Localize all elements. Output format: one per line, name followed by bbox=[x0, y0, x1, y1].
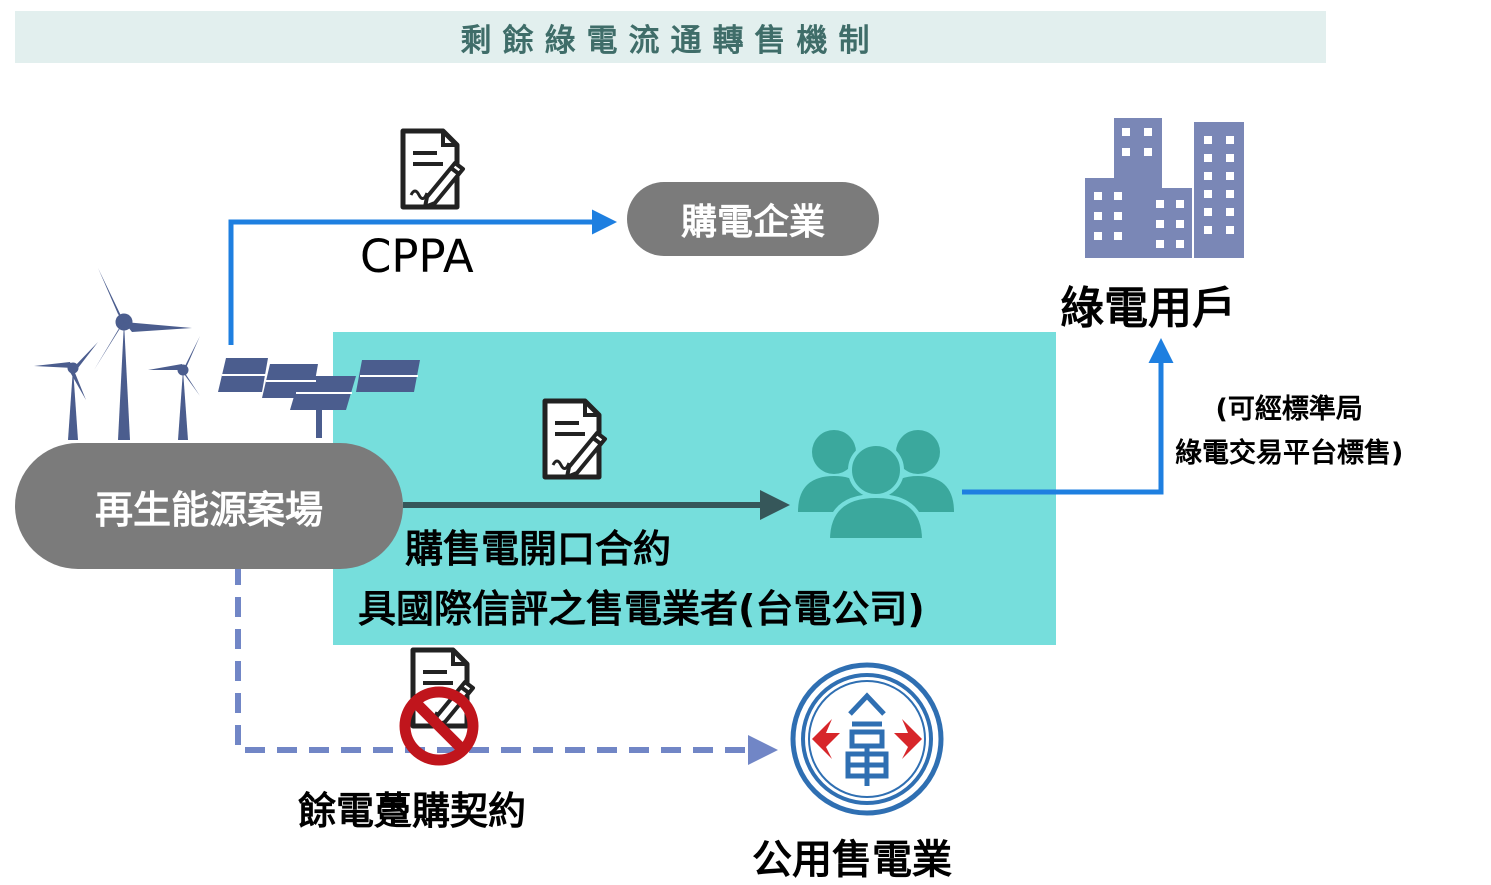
contract-icon-cppa bbox=[403, 131, 463, 207]
prohibited-icon bbox=[399, 686, 479, 766]
contract-icon-open bbox=[545, 401, 605, 477]
wind-turbine-icon bbox=[34, 268, 200, 440]
people-icon bbox=[798, 430, 954, 542]
cppa-label: CPPA bbox=[360, 230, 474, 283]
solar-panel-icon bbox=[218, 358, 420, 438]
seller-label: 具國際信評之售電業者(台電公司) bbox=[358, 587, 925, 631]
page-title: 剩餘綠電流通轉售機制 bbox=[460, 22, 881, 59]
renewable-source-label: 再生能源案場 bbox=[94, 487, 323, 532]
taipower-logo bbox=[790, 662, 944, 816]
corporate-buyer-node: 購電企業 bbox=[627, 182, 879, 256]
title-bar: 剩餘綠電流通轉售機制 bbox=[15, 11, 1326, 63]
platform-arrow bbox=[962, 338, 1174, 495]
surplus-contract-label: 餘電躉購契約 bbox=[298, 789, 527, 833]
platform-label-line1: (可經標準局 bbox=[1215, 394, 1363, 425]
renewable-source-node: 再生能源案場 bbox=[15, 443, 403, 569]
public-utility-label: 公用售電業 bbox=[752, 837, 952, 883]
open-contract-label: 購售電開口合約 bbox=[405, 527, 672, 571]
building-icon bbox=[1085, 118, 1244, 258]
platform-label: (可經標準局 綠電交易平台標售) bbox=[1175, 388, 1403, 476]
platform-label-line2: 綠電交易平台標售) bbox=[1175, 438, 1404, 469]
green-user-label: 綠電用戶 bbox=[1060, 283, 1236, 334]
cppa-arrow bbox=[228, 209, 617, 345]
corporate-buyer-label: 購電企業 bbox=[680, 202, 825, 243]
